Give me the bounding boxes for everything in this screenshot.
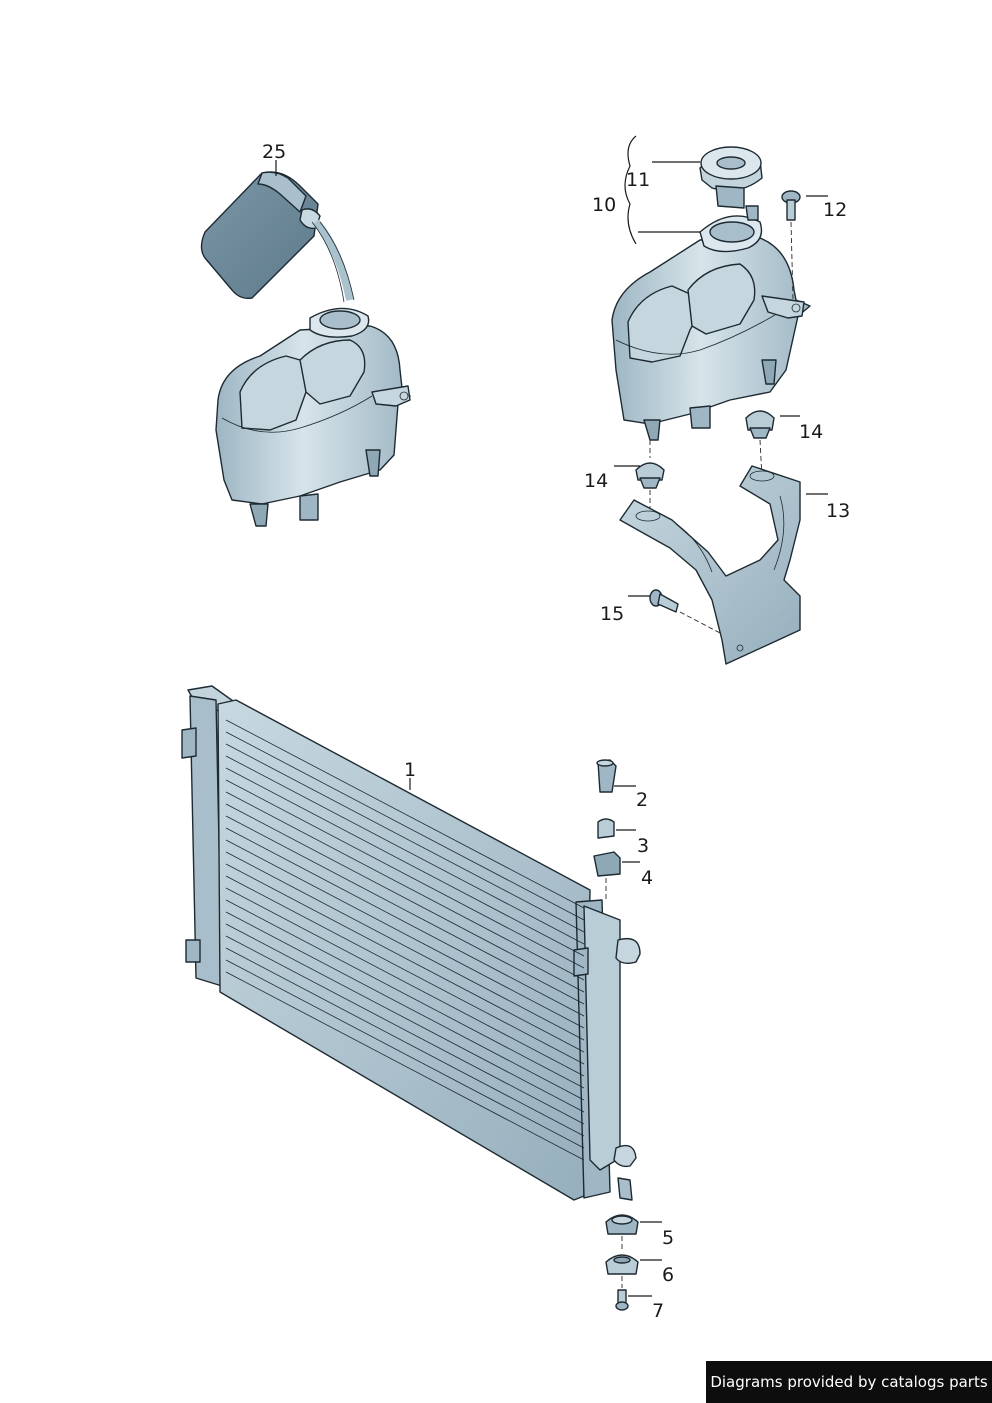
- bracket-6-illustration: [605, 1236, 639, 1275]
- bushing-3-illustration: [597, 818, 615, 839]
- expansion-tank-illustration: [611, 205, 811, 441]
- callout-11: 11: [626, 169, 650, 191]
- callout-2: 2: [636, 789, 648, 811]
- mount-4-illustration: [593, 851, 621, 902]
- filler-cap-illustration: [699, 146, 763, 209]
- expansion-tank-filling-illustration: [215, 307, 411, 527]
- coolant-bottle-illustration: [200, 171, 355, 303]
- callout-14-left: 14: [584, 470, 608, 492]
- callout-5: 5: [662, 1227, 674, 1249]
- callout-25: 25: [262, 141, 286, 163]
- rubber-mount-5-illustration: [605, 1214, 639, 1235]
- footer-banner-text: Diagrams provided by catalogs parts: [710, 1373, 988, 1391]
- bracket-13-illustration: [619, 465, 801, 665]
- footer-banner: Diagrams provided by catalogs parts: [706, 1361, 992, 1403]
- callout-4: 4: [641, 867, 653, 889]
- callout-6: 6: [662, 1264, 674, 1286]
- callout-10: 10: [592, 194, 616, 216]
- leader-lines: [275, 135, 828, 1297]
- sleeve-2-illustration: [596, 759, 617, 793]
- grommet-14-left-illustration: [635, 440, 665, 512]
- callout-14-right: 14: [799, 421, 823, 443]
- bolt-12-illustration: [781, 190, 801, 301]
- callout-7: 7: [652, 1300, 664, 1322]
- radiator-illustration: [181, 685, 641, 1201]
- grommet-14-right-illustration: [745, 410, 775, 479]
- callout-15: 15: [600, 603, 624, 625]
- callout-1: 1: [404, 759, 416, 781]
- callout-13: 13: [826, 500, 850, 522]
- callout-12: 12: [823, 199, 847, 221]
- screw-15-illustration: [649, 589, 723, 635]
- radiator-fins: [225, 719, 585, 1161]
- bolt-7-illustration: [615, 1276, 629, 1311]
- callout-3: 3: [637, 835, 649, 857]
